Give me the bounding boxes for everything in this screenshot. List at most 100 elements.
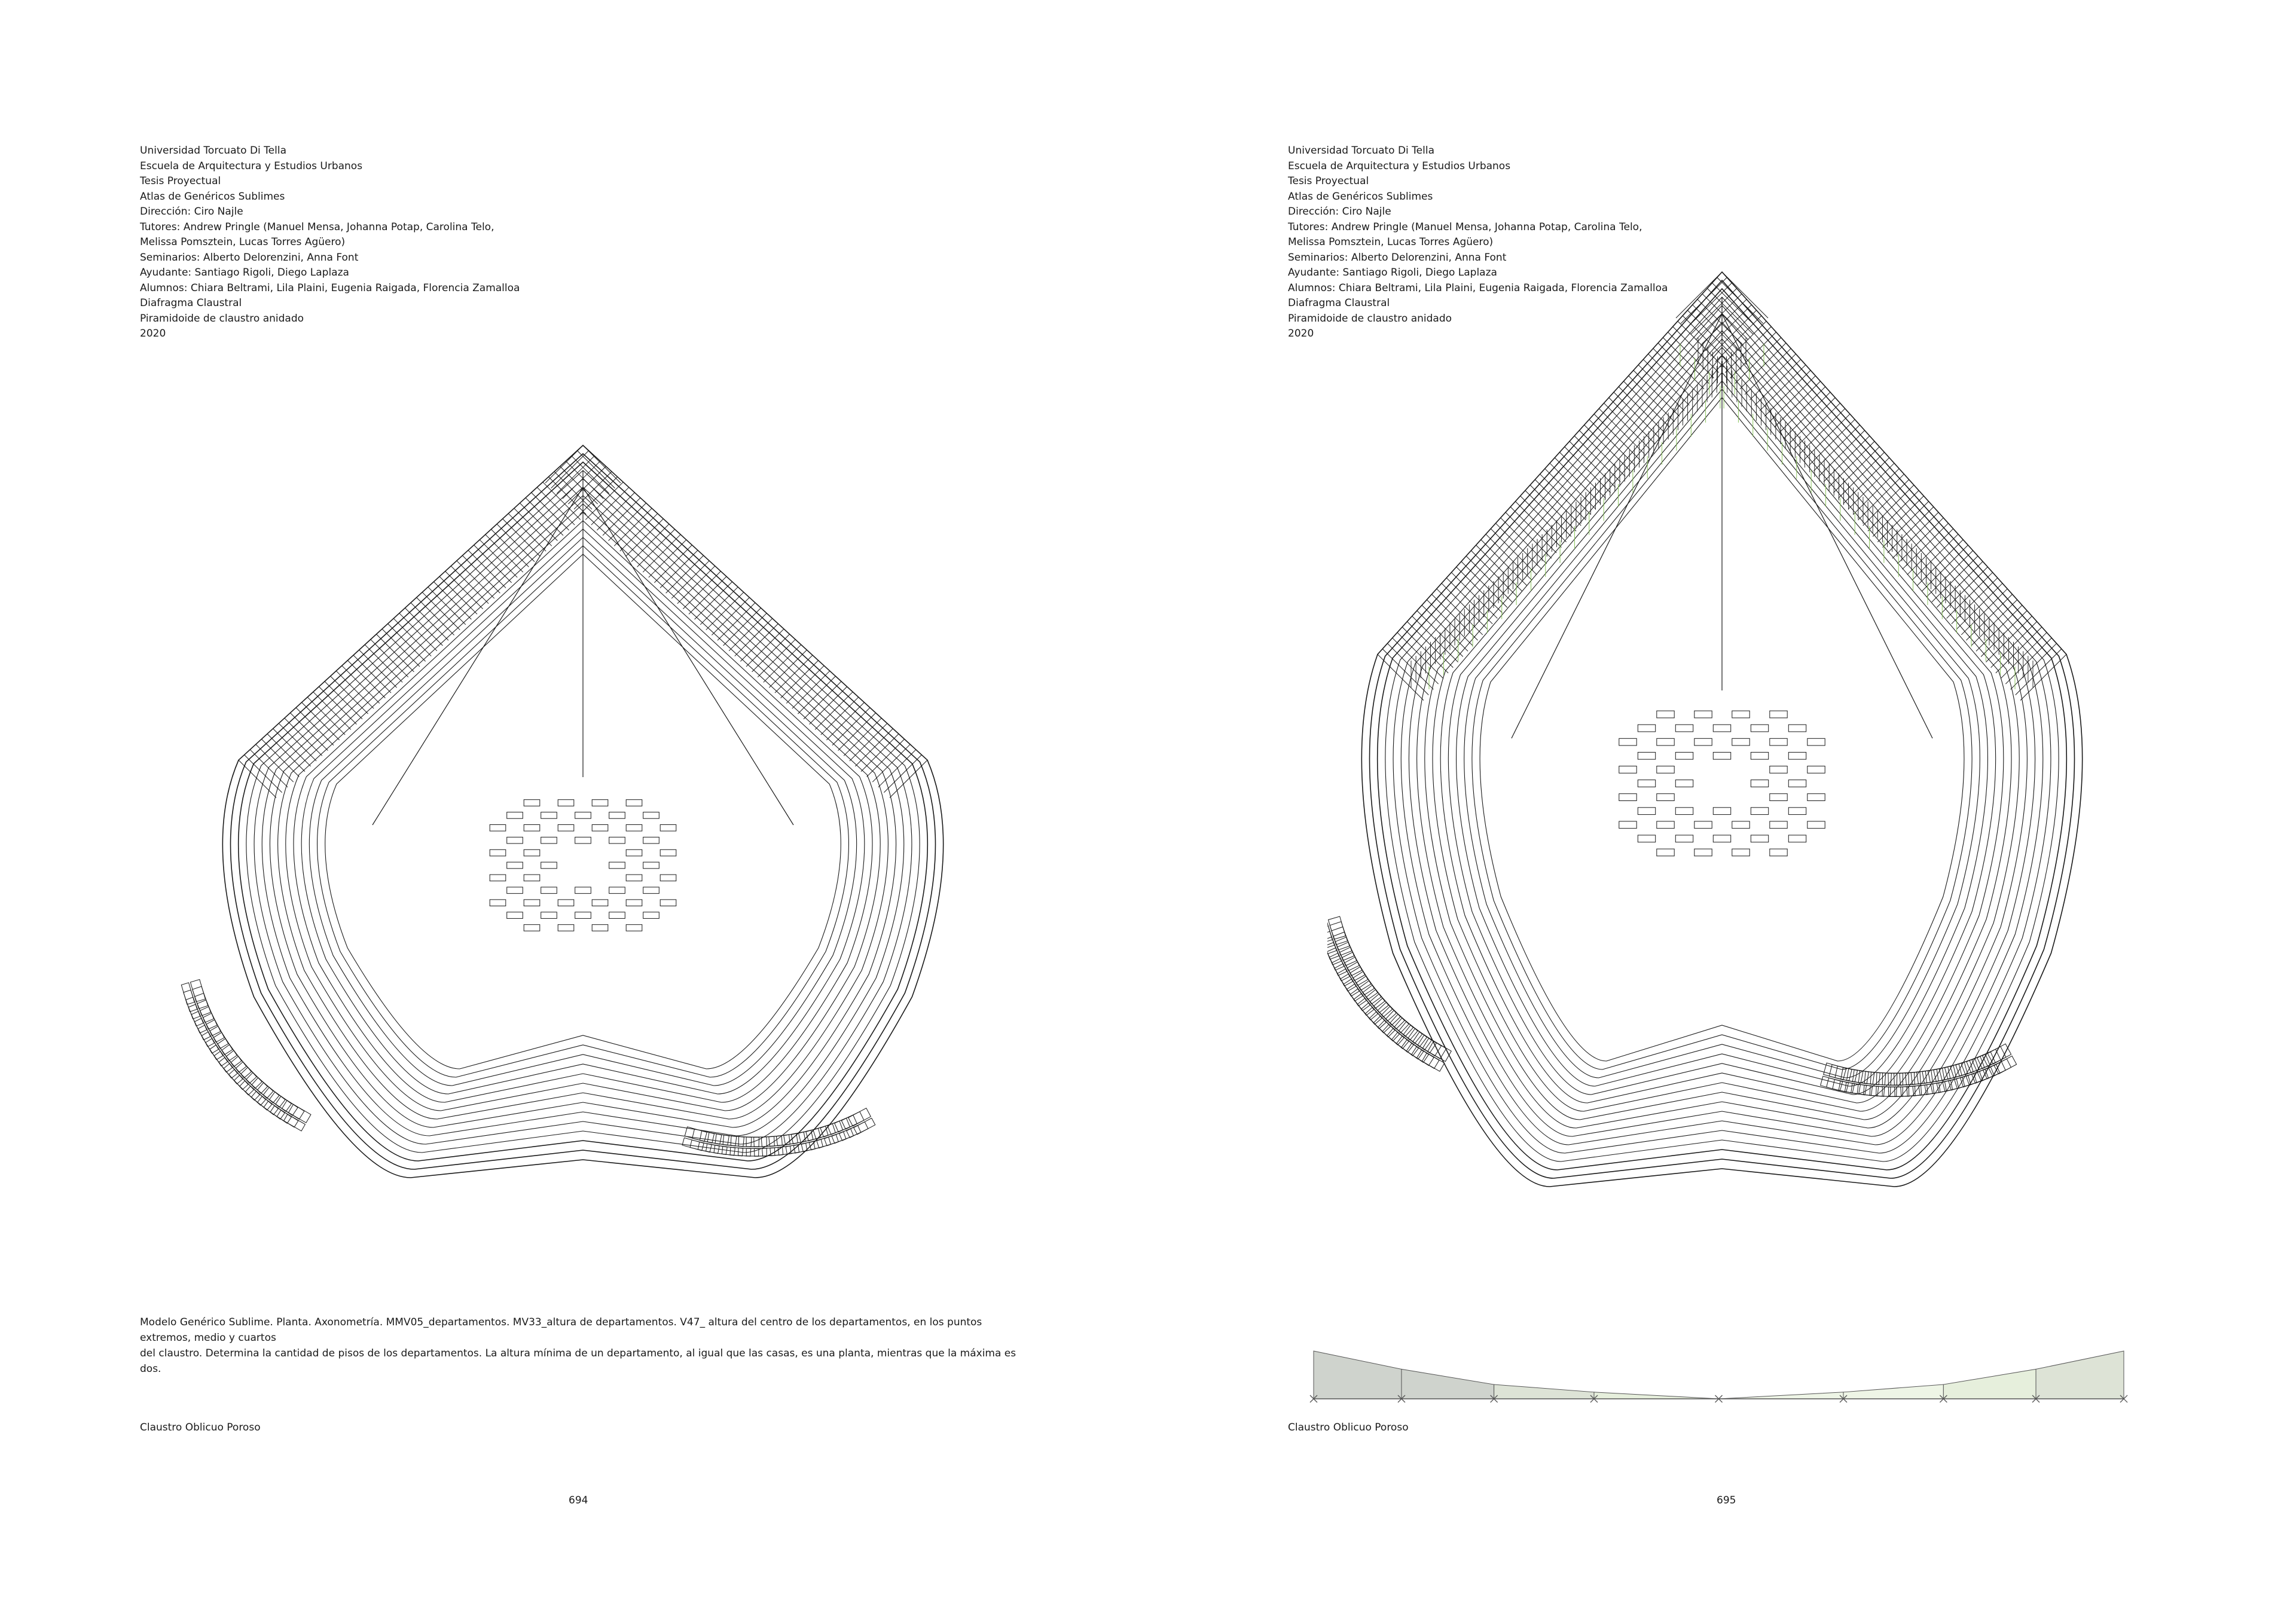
cloister-ring [261,487,905,1136]
cloister-ring [309,537,857,1086]
caption-line: del claustro. Determina la cantidad de p… [140,1347,1016,1375]
header-line: Melissa Pomsztein, Lucas Torres Agüero) [1288,236,1494,248]
header-line: Atlas de Genéricos Sublimes [140,190,285,203]
section-mark [1590,1395,1598,1403]
section-marks [1309,1395,2128,1403]
cloister-ring [1440,355,2004,1104]
cloister-ring [254,478,912,1145]
cloister-ring [237,461,929,1162]
cloister-ring [222,444,944,1178]
unit-ticks [1377,271,2067,701]
cloister-ring [1376,288,2068,1170]
header-line: Tesis Proyectual [1288,175,1369,187]
section-mark [1939,1395,1947,1403]
header-line: 2020 [140,328,166,340]
cloister-ring [1448,363,1996,1095]
plan-cloister [181,444,944,1178]
section-mark [2120,1395,2128,1403]
header-line: Universidad Torcuato Di Tella [1288,145,1434,157]
section-segment [1494,1384,1595,1399]
header-line: Escuela de Arquitectura y Estudios Urban… [140,160,363,172]
section-segment [1593,1392,1719,1399]
header-block: Universidad Torcuato Di Tella Escuela de… [140,143,520,342]
cloister-ring [1393,305,2051,1154]
unit-ticks [238,445,928,798]
cloister-ring [1471,389,1973,1070]
cloister-ring [1416,330,2028,1129]
header-line: Alumnos: Chiara Beltrami, Lila Plaini, E… [1288,282,1668,294]
extrusion-lines [1410,338,2034,689]
cloister-ring [301,528,865,1095]
cloister-ring [1369,279,2075,1179]
cloister-ring [293,520,873,1103]
cloister-ring [269,495,897,1128]
header-line: Piramidoide de claustro anidado [1288,312,1452,325]
section-mark [1490,1395,1498,1403]
header-line: Dirección: Ciro Najle [1288,206,1391,218]
unit-blocks [1327,916,2017,1098]
cloister-ring [1424,338,2020,1120]
caption-line: Modelo Genérico Sublime. Planta. Axonome… [140,1316,982,1344]
cloister-ring [1456,372,1988,1087]
spine-line [1511,313,1723,739]
header-line: Melissa Pomsztein, Lucas Torres Agüero) [140,236,346,248]
axonometric-drawing [1327,266,2117,1199]
header-line: Dirección: Ciro Najle [140,206,243,218]
unit-blocks [181,979,876,1157]
header-line: Tutores: Andrew Pringle (Manuel Mensa, J… [1288,221,1642,233]
right-page: Universidad Torcuato Di Tella Escuela de… [1148,0,2296,1623]
cloister-ring [317,545,849,1078]
section-mark [1397,1395,1406,1403]
cloister-ring [246,470,920,1153]
cloister-ring [1361,271,2083,1187]
header-line: Ayudante: Santiago Rigoli, Diego Laplaza [140,267,349,279]
header-line: Tesis Proyectual [140,175,221,187]
section-segments [1313,1350,2124,1399]
header-line: Seminarios: Alberto Delorenzini, Anna Fo… [140,251,359,264]
cloister-ring [230,453,936,1170]
plan-drawing [173,436,993,1190]
section-mark [1715,1395,1723,1403]
page-number: 695 [1717,1494,1736,1506]
header-line: Atlas de Genéricos Sublimes [1288,190,1433,203]
section-mark [2032,1395,2040,1403]
section-mark [1839,1395,1848,1403]
header-line: Ayudante: Santiago Rigoli, Diego Laplaza [1288,267,1497,279]
header-line: Diafragma Claustral [1288,297,1390,309]
section-title: Claustro Oblicuo Poroso [1288,1422,1409,1434]
header-line: Seminarios: Alberto Delorenzini, Anna Fo… [1288,251,1507,264]
header-block: Universidad Torcuato Di Tella Escuela de… [1288,143,1668,342]
section-segment [1843,1384,1944,1399]
header-line: Tutores: Andrew Pringle (Manuel Mensa, J… [140,221,494,233]
cloister-ring [325,554,841,1069]
header-line: Escuela de Arquitectura y Estudios Urban… [1288,160,1511,172]
section-mark [1309,1395,1318,1403]
spine-line [372,487,584,826]
section-segment [1943,1368,2037,1399]
cloister-ring [1408,322,2036,1137]
section-segment [2035,1350,2124,1399]
courtyard-units [489,799,677,931]
section-segment [1401,1368,1495,1399]
spine-line [582,487,794,826]
courtyard-units [1619,710,1825,857]
section-title: Claustro Oblicuo Poroso [140,1422,261,1434]
cloister-ring [1400,313,2044,1145]
section-segment [1313,1350,1402,1399]
cloister-ring [277,503,889,1120]
header-line: Diafragma Claustral [140,297,242,309]
height-section-graph [1308,1333,2130,1405]
page-number: 694 [569,1494,588,1506]
spine-line [1721,313,1933,739]
section-segment [1718,1392,1844,1399]
header-line: 2020 [1288,328,1314,340]
axo-cloister [1327,271,2083,1187]
left-page: Universidad Torcuato Di Tella Escuela de… [140,143,1025,1506]
cloister-ring [285,512,881,1111]
figure-caption: Modelo Genérico Sublime. Planta. Axonome… [140,1315,1025,1377]
cloister-ring [1479,397,1965,1062]
cloister-ring [1385,297,2059,1162]
header-line: Alumnos: Chiara Beltrami, Lila Plaini, E… [140,282,520,294]
header-line: Piramidoide de claustro anidado [140,312,304,325]
cloister-ring [1432,347,2012,1112]
